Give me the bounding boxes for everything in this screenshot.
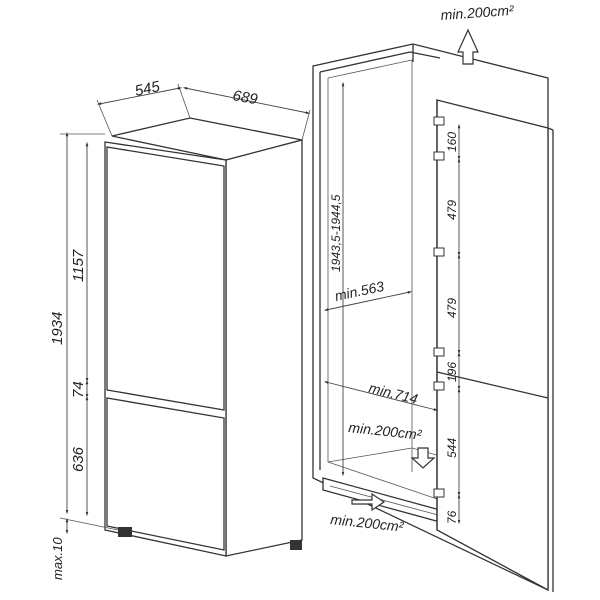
hinge-dim-4: 196 [445, 362, 459, 382]
hinge-dim-1: 160 [445, 132, 459, 152]
upper-door-label: 1157 [70, 249, 87, 282]
bottom-vent-label: min.200cm² [330, 511, 406, 535]
top-vent-label: min.200cm² [440, 2, 515, 23]
bottom-vent-arrow-icon [351, 492, 386, 512]
fridge-depth-label: 689 [231, 87, 259, 108]
lower-door [106, 397, 225, 551]
niche-drawing [312, 28, 554, 592]
hinge-dim-2: 479 [445, 200, 459, 220]
top-vent-arrow-icon [457, 28, 479, 65]
fridge-width-label: 545 [133, 78, 162, 100]
hinge-dim-5: 544 [445, 438, 459, 458]
feet-label: max.10 [50, 537, 65, 580]
upper-door [106, 146, 225, 411]
niche-height-label: 1943,5-1944,5 [329, 194, 343, 272]
inner-vent-arrow-icon [410, 447, 436, 469]
fridge-height-label: 1934 [49, 312, 66, 345]
hinge-dim-6: 76 [445, 510, 459, 524]
gap-label: 74 [70, 381, 87, 398]
fridge-drawing [59, 83, 311, 557]
inner-vent-label: min.200cm² [348, 419, 424, 443]
lower-door-label: 636 [70, 446, 87, 472]
hinge-dim-3: 479 [445, 298, 459, 318]
